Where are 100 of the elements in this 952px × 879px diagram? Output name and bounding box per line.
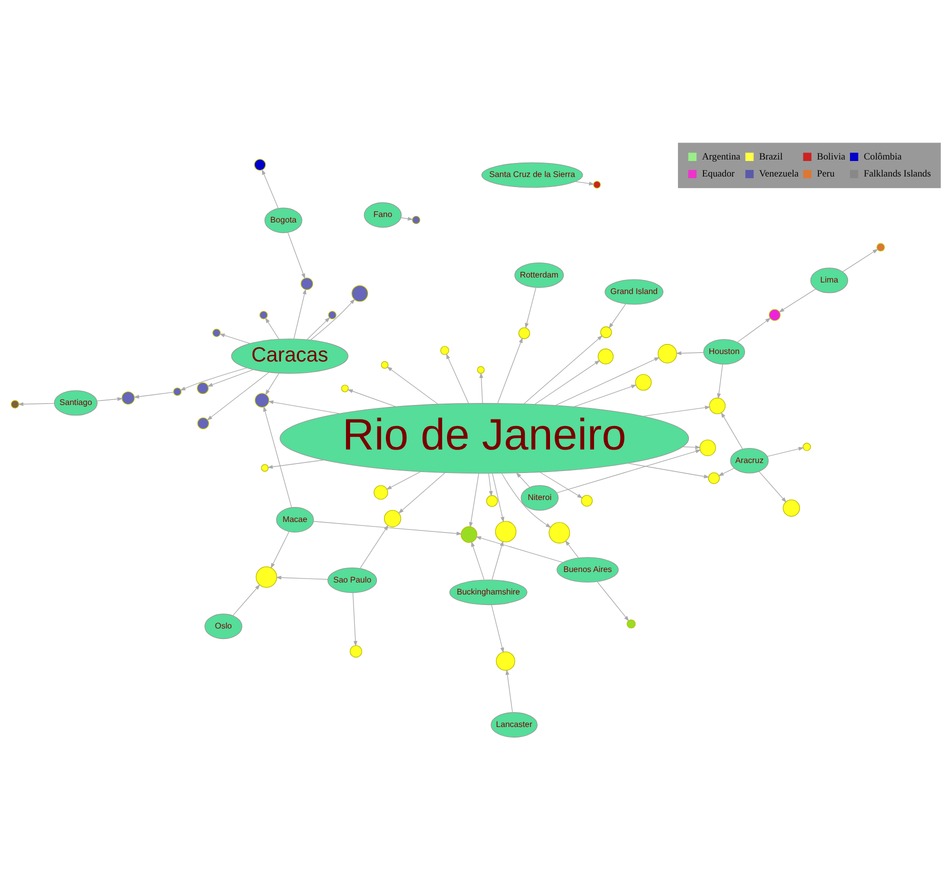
arrow bbox=[491, 604, 504, 653]
arrow bbox=[555, 356, 660, 406]
node-circle bbox=[548, 522, 570, 543]
arrow bbox=[18, 402, 55, 406]
arrow bbox=[386, 470, 421, 490]
arrow bbox=[232, 584, 260, 616]
arrow bbox=[268, 400, 340, 414]
node-circle bbox=[802, 442, 811, 451]
arrow bbox=[313, 520, 462, 535]
legend-label: Peru bbox=[816, 168, 835, 180]
arrow bbox=[676, 350, 704, 355]
arrow bbox=[400, 216, 414, 220]
arrow bbox=[288, 232, 306, 279]
arrow bbox=[398, 472, 446, 514]
node-circle bbox=[486, 494, 498, 506]
arrow bbox=[574, 384, 637, 407]
node-circle bbox=[581, 494, 593, 506]
node-ellipse: Caracas bbox=[231, 338, 348, 374]
node-ellipse: Rio de Janeiro bbox=[280, 402, 690, 474]
arrow bbox=[206, 371, 270, 420]
node-circle bbox=[709, 397, 726, 414]
arrow bbox=[306, 316, 330, 340]
arrow bbox=[267, 459, 324, 468]
arrow bbox=[310, 298, 356, 340]
arrow bbox=[293, 288, 306, 339]
arrow bbox=[276, 575, 328, 580]
node-circle bbox=[384, 510, 402, 527]
arrow bbox=[446, 352, 469, 404]
arrow bbox=[574, 180, 595, 185]
node-circle bbox=[256, 566, 278, 588]
arrow bbox=[492, 540, 504, 580]
arrow bbox=[758, 470, 787, 502]
node-circle bbox=[254, 158, 266, 170]
node-circle bbox=[598, 348, 614, 364]
node-circle bbox=[122, 390, 135, 404]
arrow bbox=[501, 472, 552, 528]
node-circle bbox=[341, 384, 349, 392]
node-circle bbox=[212, 328, 221, 337]
arrow bbox=[524, 286, 536, 328]
node-circle bbox=[412, 215, 420, 224]
node-circle bbox=[440, 345, 450, 354]
node-circle bbox=[300, 277, 314, 290]
node-circle bbox=[460, 526, 478, 542]
node-circle bbox=[352, 284, 368, 302]
arrow bbox=[505, 668, 513, 712]
node-circle bbox=[10, 400, 20, 408]
legend-label: Falklands Islands bbox=[864, 168, 931, 180]
node-circle bbox=[328, 310, 336, 319]
arrow bbox=[207, 368, 254, 386]
node-circle bbox=[635, 374, 652, 390]
node-circle bbox=[699, 439, 716, 456]
arrow bbox=[386, 366, 438, 404]
arrow bbox=[219, 333, 250, 344]
arrow bbox=[778, 288, 816, 312]
arrow bbox=[488, 472, 493, 496]
arrow bbox=[524, 334, 603, 404]
arrow bbox=[263, 406, 292, 508]
arrow bbox=[180, 366, 248, 390]
node-circle bbox=[593, 180, 601, 188]
arrow bbox=[265, 317, 280, 340]
node-circle bbox=[782, 498, 800, 516]
arrow bbox=[556, 449, 702, 493]
arrow bbox=[492, 472, 504, 522]
node-circle bbox=[626, 618, 636, 628]
node-circle bbox=[173, 387, 182, 396]
node-circle bbox=[197, 416, 210, 429]
node-circle bbox=[768, 308, 781, 320]
node-circle bbox=[495, 520, 516, 542]
arrow bbox=[134, 391, 174, 398]
arrow bbox=[479, 372, 484, 403]
node-circle bbox=[254, 392, 270, 408]
node-circle bbox=[261, 464, 269, 472]
arrow bbox=[766, 446, 804, 456]
node-circle bbox=[380, 360, 389, 368]
legend-label: Venezuela bbox=[759, 168, 799, 180]
arrow bbox=[608, 302, 626, 328]
arrow bbox=[539, 471, 583, 498]
arrow bbox=[262, 168, 279, 208]
node-circle bbox=[477, 366, 485, 374]
node-circle bbox=[496, 650, 516, 670]
node-circle bbox=[518, 326, 530, 339]
node-circle bbox=[658, 344, 677, 363]
arrow bbox=[360, 524, 389, 568]
arrow bbox=[352, 592, 358, 646]
arrow bbox=[265, 372, 280, 395]
node-circle bbox=[600, 326, 612, 338]
arrow bbox=[842, 248, 878, 272]
legend-label: Bolivia bbox=[816, 150, 846, 162]
node-circle bbox=[259, 310, 268, 319]
legend-label: Colômbia bbox=[864, 150, 902, 162]
legend-label: Brazil bbox=[759, 150, 783, 162]
arrow bbox=[716, 364, 723, 398]
arrow bbox=[347, 388, 396, 407]
arrow bbox=[596, 580, 630, 621]
arrow bbox=[642, 405, 710, 416]
arrow bbox=[720, 412, 743, 449]
arrow bbox=[718, 467, 735, 476]
arrow bbox=[497, 336, 523, 404]
node-circle bbox=[196, 382, 209, 394]
node-circle bbox=[708, 472, 720, 484]
